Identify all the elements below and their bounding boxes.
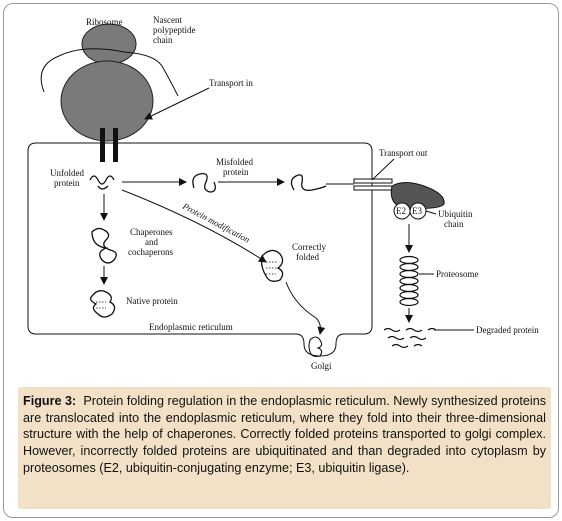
correctly-folded-icon [260, 249, 284, 282]
transport-out-label: Transport out [379, 148, 428, 158]
e2-label: E2 [396, 206, 406, 216]
proteosome-icon [399, 255, 419, 307]
ribosome-icon [60, 23, 154, 142]
misfolded-label-1: Misfolded [216, 157, 253, 167]
degraded-fragments-icon [383, 327, 437, 349]
misfolded-protein-icon-2 [290, 174, 327, 191]
protein-modification-label: Protein modification [180, 200, 252, 244]
chaperones-label-3: cochaperons [128, 247, 173, 257]
caption-text: Protein folding regulation in the endopl… [23, 394, 547, 475]
golgi-label: Golgi [311, 361, 332, 371]
native-protein-icon [90, 290, 116, 318]
to-golgi-arrow [285, 281, 326, 335]
degraded-protein-label: Degraded protein [476, 325, 539, 335]
translocon-left [100, 128, 105, 162]
chaperone-protein-icon [91, 227, 117, 264]
protein-folding-diagram: Ribosome Nascent polypeptide chain Trans… [27, 15, 539, 371]
chaperones-label-1: Chaperones [130, 227, 173, 237]
nascent-chain-icon [40, 48, 179, 97]
misfolded-label-2: protein [223, 167, 249, 177]
nascent-label-2: polypeptide [153, 25, 196, 35]
misfolded-protein-icon-1 [192, 173, 216, 193]
nascent-label-3: chain [153, 35, 173, 45]
transport-in-arrow [144, 87, 210, 120]
protein-modification-arrow [121, 189, 267, 263]
caption-label: Figure 3: [23, 394, 77, 408]
ubiquitin-ligase-icon [390, 182, 445, 220]
export-channel-icon [353, 178, 393, 191]
unfolded-label-1: Unfolded [50, 168, 84, 178]
transport-out-pointer [371, 158, 395, 181]
unfolded-protein-icon [89, 175, 115, 190]
ubiquitin-label-2: chain [444, 219, 464, 229]
golgi-protein-icon [308, 336, 323, 358]
ubiquitin-label-1: Ubiquitin [438, 209, 473, 219]
er-label: Endoplasmic reticulum [149, 322, 233, 332]
nascent-label-1: Nascent [153, 15, 182, 25]
e3-pointer [425, 210, 437, 215]
e3-label: E3 [412, 206, 422, 216]
ribosome-label: Ribosome [86, 17, 123, 27]
native-protein-label: Native protein [126, 296, 178, 306]
chaperones-label-2: and [145, 237, 158, 247]
correctly-label-1: Correctly [292, 242, 326, 252]
figure-frame: Ribosome Nascent polypeptide chain Trans… [3, 3, 559, 518]
correctly-label-2: folded [296, 252, 319, 262]
proteosome-label: Proteosome [436, 269, 479, 279]
unfolded-label-2: protein [54, 178, 80, 188]
translocon-right [113, 128, 118, 162]
figure-caption: Figure 3: Protein folding regulation in … [18, 387, 551, 509]
transport-in-label: Transport in [209, 78, 253, 88]
